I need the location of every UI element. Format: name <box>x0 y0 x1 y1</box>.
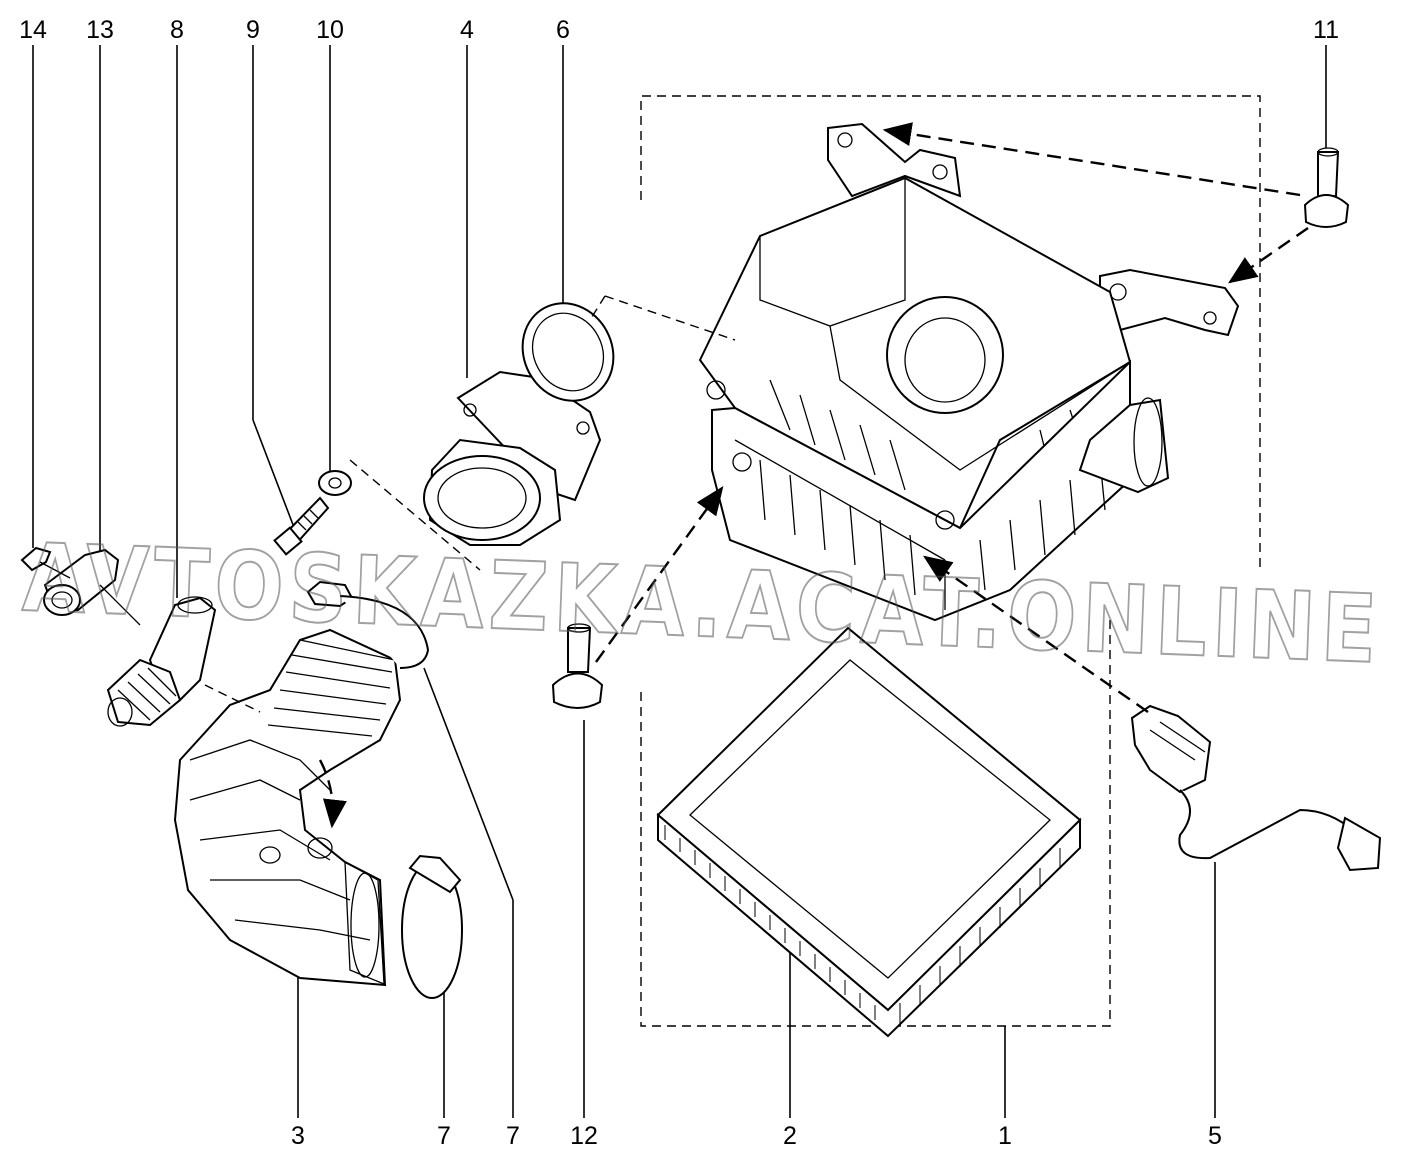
intake-duct <box>173 628 402 987</box>
connector-sleeve <box>43 548 141 626</box>
washer <box>318 470 352 496</box>
callout-1: 1 <box>998 1122 1012 1150</box>
callout-13: 13 <box>86 16 114 44</box>
air-filter-housing <box>698 122 1240 622</box>
callout-labels: 14 13 8 9 10 4 6 11 3 7 7 12 2 1 5 <box>19 16 1339 1150</box>
callout-9: 9 <box>246 16 260 44</box>
assembly-frame <box>640 95 1261 1027</box>
callout-5: 5 <box>1208 1122 1222 1150</box>
callout-12: 12 <box>570 1122 598 1150</box>
callout-14: 14 <box>19 16 47 44</box>
grommet-lower <box>551 623 604 709</box>
watermark-text: AVTOSKAZKA.ACAT.ONLINE <box>21 524 1384 685</box>
callout-2: 2 <box>783 1122 797 1150</box>
hose-clamp-lower <box>401 854 463 999</box>
callout-4: 4 <box>460 16 474 44</box>
callout-10: 10 <box>316 16 344 44</box>
callout-8: 8 <box>170 16 184 44</box>
callout-6: 6 <box>556 16 570 44</box>
filter-element <box>656 626 1082 1038</box>
adapter <box>423 370 602 546</box>
resonator-pipe <box>106 596 217 727</box>
assembly-arrows <box>204 122 1309 713</box>
grommet-upper <box>1303 147 1350 228</box>
bolt <box>273 496 330 556</box>
clip <box>20 546 71 579</box>
callout-7a: 7 <box>437 1122 451 1150</box>
callout-3: 3 <box>291 1122 305 1150</box>
hose-clamp-upper <box>306 580 430 669</box>
callout-11: 11 <box>1313 16 1339 44</box>
callout-7b: 7 <box>506 1122 520 1150</box>
intake-sensor <box>1130 704 1382 872</box>
leader-lines <box>32 45 1327 1118</box>
seal-ring <box>521 302 615 402</box>
